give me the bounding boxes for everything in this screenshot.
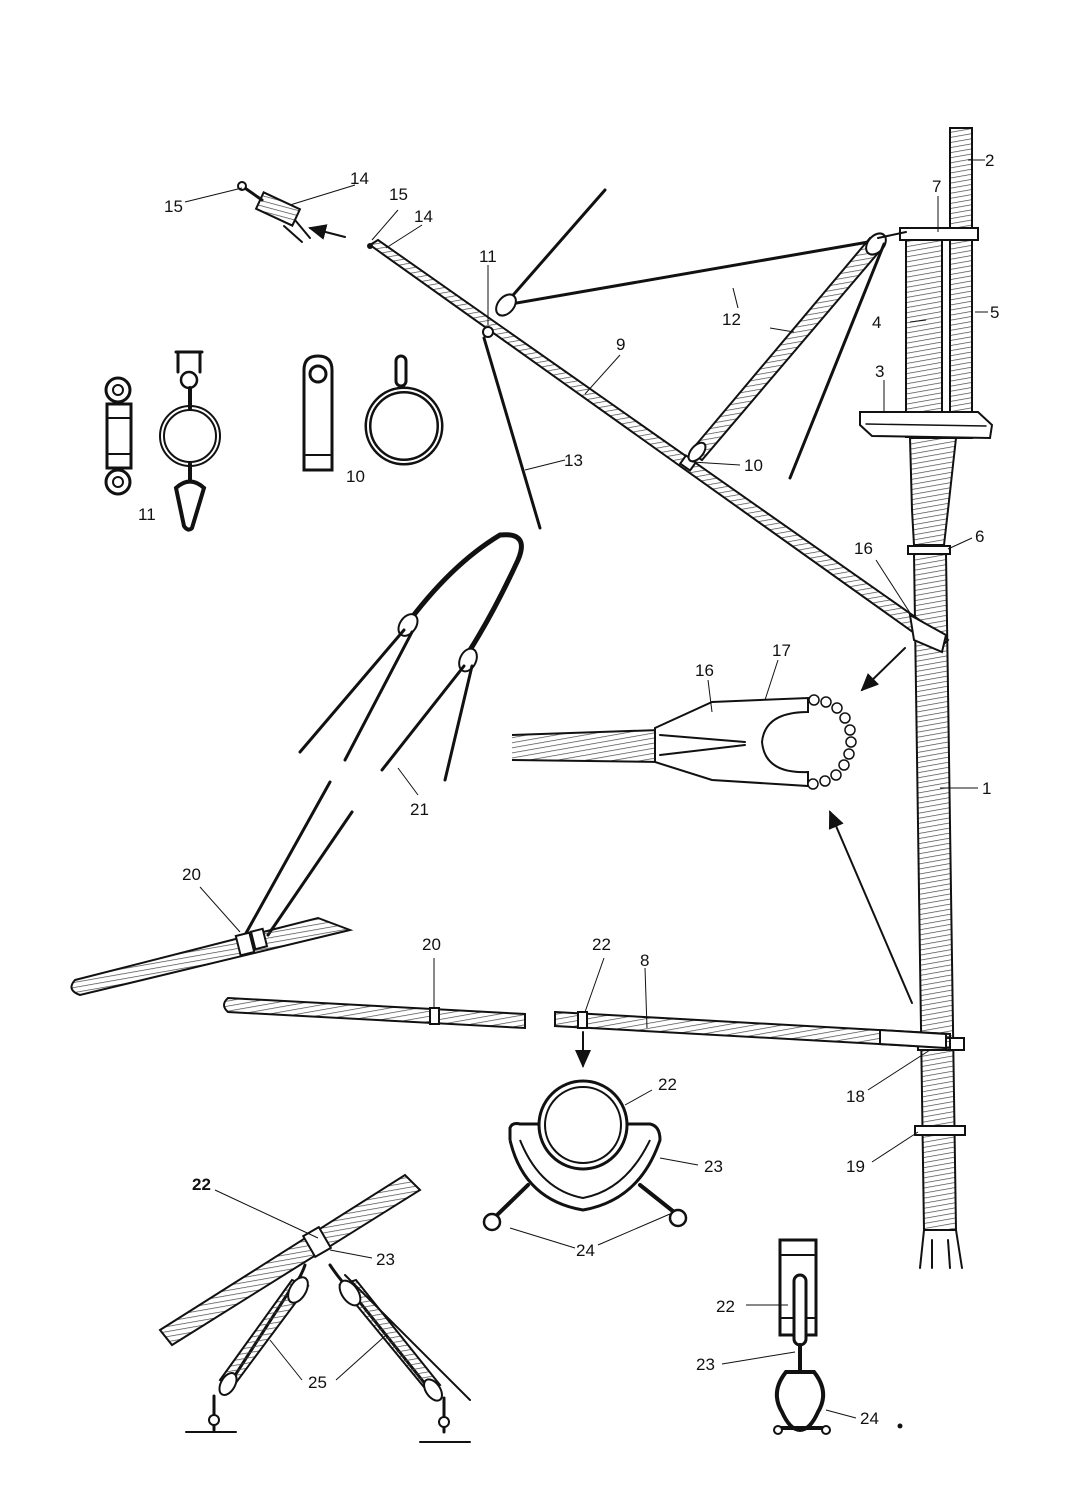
label-22-shackle: 22 xyxy=(716,1297,735,1316)
boom-band-22 xyxy=(577,1011,588,1029)
label-14-gaff: 14 xyxy=(414,207,433,226)
label-15-gaff: 15 xyxy=(389,185,408,204)
gaff-assembly xyxy=(367,188,950,654)
label-23-spar: 23 xyxy=(376,1250,395,1269)
yard-20 xyxy=(70,916,354,997)
label-11-gaff: 11 xyxy=(479,247,497,266)
mast-assembly xyxy=(859,127,994,1269)
label-22-saddle: 22 xyxy=(658,1075,677,1094)
label-13: 13 xyxy=(564,451,583,470)
label-10-gaff: 10 xyxy=(744,456,763,475)
leader-lines xyxy=(184,159,988,1419)
label-10-detail: 10 xyxy=(346,467,365,486)
cap-band xyxy=(899,227,979,241)
label-6: 6 xyxy=(975,527,984,546)
boom-inner xyxy=(554,1010,951,1050)
label-3: 3 xyxy=(875,362,884,381)
label-20-boom: 20 xyxy=(422,935,441,954)
label-22-boom: 22 xyxy=(592,935,611,954)
detail-arrow-jaw xyxy=(828,810,913,1004)
label-5: 5 xyxy=(990,303,999,322)
mast-heel xyxy=(919,1229,963,1269)
label-23-shackle: 23 xyxy=(696,1355,715,1374)
label-14-detail: 14 xyxy=(350,169,369,188)
label-4: 4 xyxy=(872,313,881,332)
label-24-saddle: 24 xyxy=(576,1241,595,1260)
label-25: 25 xyxy=(308,1373,327,1392)
label-18: 18 xyxy=(846,1087,865,1106)
topmast xyxy=(949,127,973,439)
detail-shackle xyxy=(773,1238,831,1435)
boom-jaw xyxy=(879,1028,947,1050)
band-6 xyxy=(907,545,951,555)
label-1: 1 xyxy=(982,779,991,798)
detail-fitting-11 xyxy=(104,376,133,496)
gaff-band-11 xyxy=(482,326,494,338)
stray-dot xyxy=(897,1423,903,1429)
mast-taper xyxy=(908,437,958,546)
label-16-mast: 16 xyxy=(854,539,873,558)
detail-ring-10 xyxy=(364,354,444,466)
label-24-shackle: 24 xyxy=(860,1409,879,1428)
label-12: 12 xyxy=(722,310,741,329)
label-17: 17 xyxy=(772,641,791,660)
detail-jaw xyxy=(511,694,857,790)
label-20-yard: 20 xyxy=(182,865,201,884)
pendant-block-lower xyxy=(687,441,707,463)
boom-band-20 xyxy=(429,1007,440,1025)
parrel-beads xyxy=(807,694,857,790)
label-7: 7 xyxy=(932,177,941,196)
gaff-spar xyxy=(368,238,950,652)
detail-arrow-gaff xyxy=(860,647,906,692)
label-21: 21 xyxy=(410,800,429,819)
label-15-detail: 15 xyxy=(164,197,183,216)
gaff-block xyxy=(495,293,517,317)
label-19: 19 xyxy=(846,1157,865,1176)
label-22-spar: 22 xyxy=(192,1175,211,1194)
part-labels: 1 2 3 4 5 6 7 8 9 10 10 11 11 12 13 14 1… xyxy=(138,151,999,1428)
label-16-detail: 16 xyxy=(695,661,714,680)
detail-arrow-tip xyxy=(308,224,346,240)
boom-outer xyxy=(223,996,526,1030)
mast-upper-section xyxy=(905,231,943,438)
gaff-jaw xyxy=(908,613,948,654)
detail-gaff-tip xyxy=(237,181,311,243)
detail-fitting-10 xyxy=(302,354,334,472)
label-11-detail: 11 xyxy=(138,505,156,524)
band-19 xyxy=(914,1125,966,1136)
bridle-assembly xyxy=(243,532,524,937)
detail-ring-shackle xyxy=(159,350,221,532)
label-8: 8 xyxy=(640,951,649,970)
detail-spar-lashing xyxy=(158,1173,471,1443)
label-9: 9 xyxy=(616,335,625,354)
vang-pendant xyxy=(688,236,886,462)
label-23-saddle: 23 xyxy=(704,1157,723,1176)
detail-saddle xyxy=(482,1079,688,1232)
gaff-tip-pin xyxy=(367,243,373,249)
label-2: 2 xyxy=(985,151,994,170)
boom-assembly xyxy=(223,967,951,1068)
